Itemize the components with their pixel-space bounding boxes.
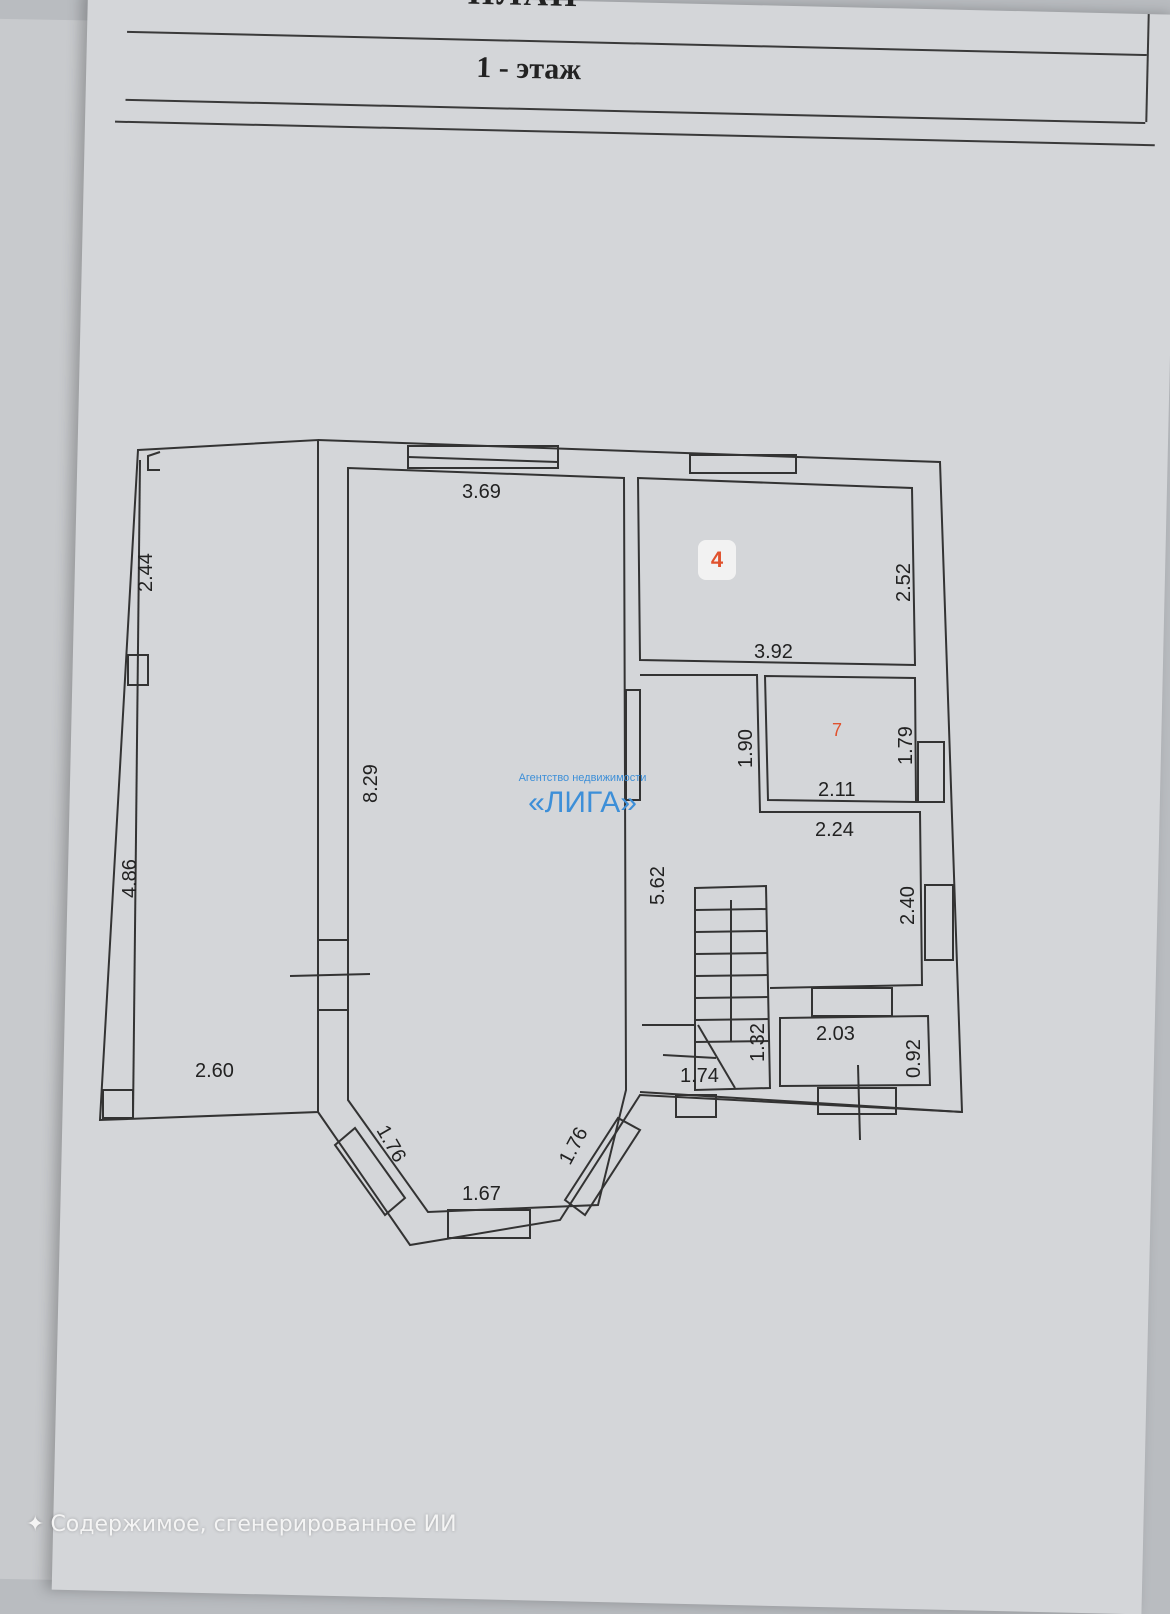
- stair-diagonal: [697, 1024, 736, 1089]
- dimension-label: 2.03: [816, 1023, 855, 1045]
- dimension-label: 8.29: [360, 764, 382, 803]
- wall-segment: [102, 1089, 134, 1119]
- inner-line: [132, 459, 141, 1119]
- dimension-label: 1.67: [462, 1183, 501, 1205]
- window: [689, 454, 797, 474]
- wall-segment: [811, 987, 893, 1017]
- outer-wall: [317, 439, 964, 1247]
- floor-plan: 3.69 3.92 2.52 2.44 4.86 2.60 8.29 1.90 …: [98, 438, 964, 1247]
- dimension-label: 3.69: [462, 481, 501, 503]
- sparkle-icon: ✦: [26, 1512, 45, 1537]
- dimension-label: 2.52: [893, 563, 915, 602]
- dimension-label: 2.40: [897, 886, 919, 925]
- dimension-label: 2.60: [195, 1060, 234, 1082]
- stairs: [694, 884, 772, 1092]
- dimension-label: 3.92: [754, 641, 793, 663]
- dimension-label: 1.90: [735, 729, 757, 768]
- window-pane: [407, 456, 559, 463]
- outer-wall: [98, 438, 319, 1122]
- dimension-label: 5.62: [647, 866, 669, 905]
- window: [924, 884, 954, 961]
- dimension-labels: 3.69 3.92 2.52 2.44 4.86 2.60 8.29 1.90 …: [119, 481, 925, 1205]
- ai-note-text: Содержимое, сгенерированное ИИ: [50, 1512, 457, 1537]
- watermark-agency: Агентство недвижимости: [518, 772, 647, 784]
- bay-window: [563, 1116, 642, 1217]
- dimension-label: 1.79: [895, 726, 917, 765]
- room-mark: 7: [832, 720, 842, 740]
- room-4: [636, 476, 917, 667]
- dimension-label: 2.24: [815, 819, 854, 841]
- bay-window: [447, 1209, 531, 1239]
- dimension-label: 1.76: [555, 1124, 593, 1169]
- dimension-label: 4.86: [119, 859, 141, 898]
- room-7: [763, 674, 918, 804]
- ai-generated-note: ✦Содержимое, сгенерированное ИИ: [26, 1512, 457, 1537]
- window: [917, 741, 945, 803]
- dimension-label: 2.11: [818, 779, 855, 801]
- room-number-badge: 4: [698, 540, 736, 580]
- dimension-label: 1.74: [680, 1065, 719, 1087]
- stair-arrow: [662, 1054, 717, 1059]
- bay-window: [333, 1126, 407, 1217]
- door-mark: [857, 1064, 861, 1141]
- living-room: [347, 466, 628, 1214]
- garage-inner-wall: [147, 451, 161, 471]
- hall: [640, 674, 924, 989]
- inner-line: [639, 1091, 963, 1113]
- agency-watermark: Агентство недвижимости «ЛИГА»: [500, 772, 665, 820]
- dimension-label: 0.92: [903, 1039, 925, 1078]
- dimension-label: 1.32: [747, 1023, 769, 1062]
- window: [625, 689, 641, 801]
- dimension-label: 2.44: [135, 553, 157, 592]
- watermark-name: «ЛИГА»: [528, 786, 637, 819]
- door-mark: [289, 973, 371, 977]
- wall-segment: [817, 1087, 897, 1115]
